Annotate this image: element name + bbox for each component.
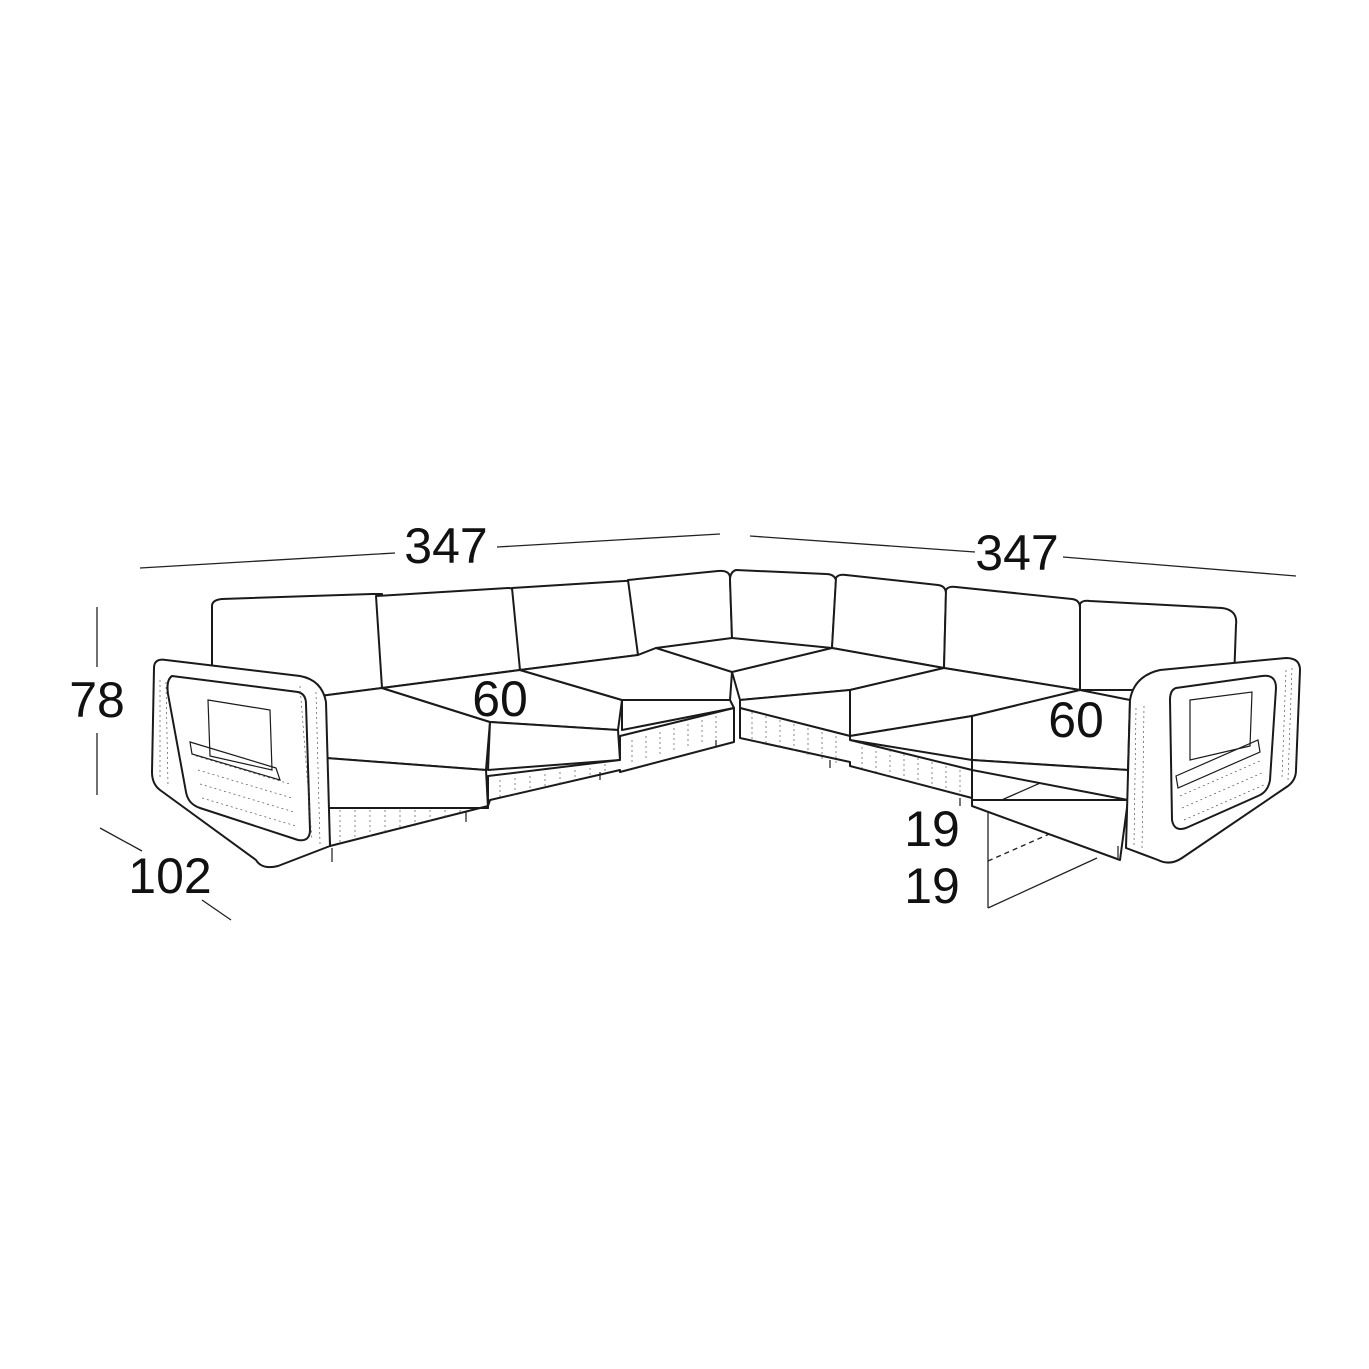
seat-depth-left-label: 60 [472, 671, 528, 727]
sofa-base [327, 707, 1129, 862]
base-left [327, 707, 735, 847]
seat-height-upper-label: 19 [904, 801, 960, 857]
dimension-labels: 347 347 78 102 60 60 19 19 [69, 518, 1104, 914]
armrest-right [1125, 657, 1301, 864]
height-label: 78 [69, 672, 125, 728]
seat-cushion [381, 669, 623, 731]
base-right [739, 707, 1129, 861]
width-left-label: 347 [404, 518, 487, 574]
seat-cushions [319, 647, 1131, 809]
back-cushion [729, 569, 837, 649]
width-right-label: 347 [975, 525, 1058, 581]
armrest-left [151, 658, 331, 869]
seat-height-lower-label: 19 [904, 858, 960, 914]
depth-label: 102 [128, 848, 211, 904]
back-cushions [211, 569, 1238, 697]
back-cushion [627, 569, 733, 656]
seat-depth-right-label: 60 [1048, 692, 1104, 748]
